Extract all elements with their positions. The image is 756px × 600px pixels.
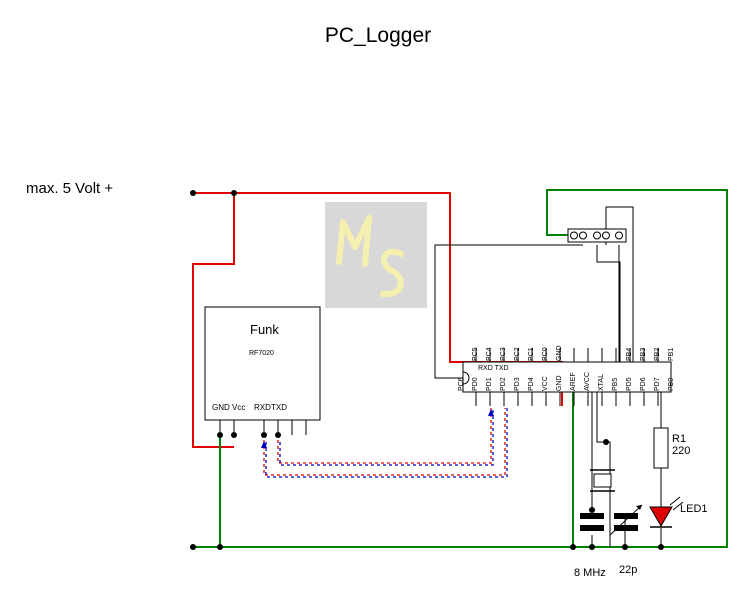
mcu-pin-label: PB2 xyxy=(654,347,661,361)
rxd-arrow xyxy=(261,441,267,448)
supply-label: max. 5 Volt + xyxy=(26,180,114,197)
led-name: LED1 xyxy=(680,503,708,515)
radio-module-model: RF7020 xyxy=(249,350,274,357)
mcu-pin-label: PD2 xyxy=(500,377,507,391)
radio-pin-txd: TXD xyxy=(271,403,287,412)
resistor-name: R1 xyxy=(672,433,687,445)
gnd-wires xyxy=(193,189,728,548)
mcu-body xyxy=(462,361,672,393)
resistor-r1 xyxy=(653,427,669,469)
capacitor-right xyxy=(609,504,643,536)
mcu-pin-label: PB3 xyxy=(640,347,647,361)
mcu-pin-label: PD6 xyxy=(640,377,647,391)
uart-data-lines xyxy=(263,408,508,478)
mcu-pins xyxy=(475,348,659,406)
mcu-pin-label: VCC xyxy=(542,376,549,391)
led1 xyxy=(649,506,673,527)
radio-pin-rxd: RXD xyxy=(254,403,271,412)
mcu-pin-label: PD3 xyxy=(514,377,521,391)
resistor-value: 220 xyxy=(672,445,691,457)
mcu-pin-label: PB4 xyxy=(626,347,633,361)
mcu-notch xyxy=(462,371,470,385)
screw-terminal-screws xyxy=(570,231,623,240)
junction-dots xyxy=(190,190,664,550)
mcu-pin-label: PC4 xyxy=(486,347,493,361)
ms-logo-mark xyxy=(336,215,404,298)
capacitor-left xyxy=(580,513,604,531)
radio-module-box xyxy=(204,306,321,421)
mcu-pin-label: PC5 xyxy=(472,347,479,361)
mcu-pin-label: PD5 xyxy=(626,377,633,391)
mcu-pin-label: PD1 xyxy=(486,377,493,391)
radio-module-name: Funk xyxy=(250,322,279,337)
mcu-pin-label: PC6 xyxy=(458,377,465,391)
mcu-pin-label: GND xyxy=(556,375,563,391)
mcu-pin-label: AVCC xyxy=(584,372,591,391)
mcu-pin-label: PD4 xyxy=(528,377,535,391)
radio-pin-vcc: Vcc xyxy=(232,403,246,412)
mcu-pin-label: PB5 xyxy=(612,377,619,391)
txd-arrow xyxy=(488,409,494,416)
mcu-pin-label: AREF xyxy=(570,372,577,391)
mcu-pin-label: PC0 xyxy=(542,347,549,361)
mcu-pin-label: GND xyxy=(556,345,563,361)
mcu-pin-label: PC3 xyxy=(500,347,507,361)
mcu-pin-label: PD0 xyxy=(472,377,479,391)
mcu-pin-label: XTAL xyxy=(598,374,605,391)
mcu-pin-label: PC2 xyxy=(514,347,521,361)
mcu-pin-label: PD7 xyxy=(654,377,661,391)
ms-logo xyxy=(325,202,427,308)
crystal xyxy=(593,473,612,488)
mcu-pin-label: PC1 xyxy=(528,347,535,361)
mcu-pin-label: PB0 xyxy=(668,377,675,391)
crystal-label: 8 MHz xyxy=(574,567,606,579)
radio-pin-gnd: GND xyxy=(212,403,230,412)
capacitor-label: 22p xyxy=(619,564,638,576)
mcu-uart-label: RXD TXD xyxy=(478,365,509,372)
diagram-title: PC_Logger xyxy=(324,24,432,47)
mcu-pin-label: PB1 xyxy=(668,347,675,361)
